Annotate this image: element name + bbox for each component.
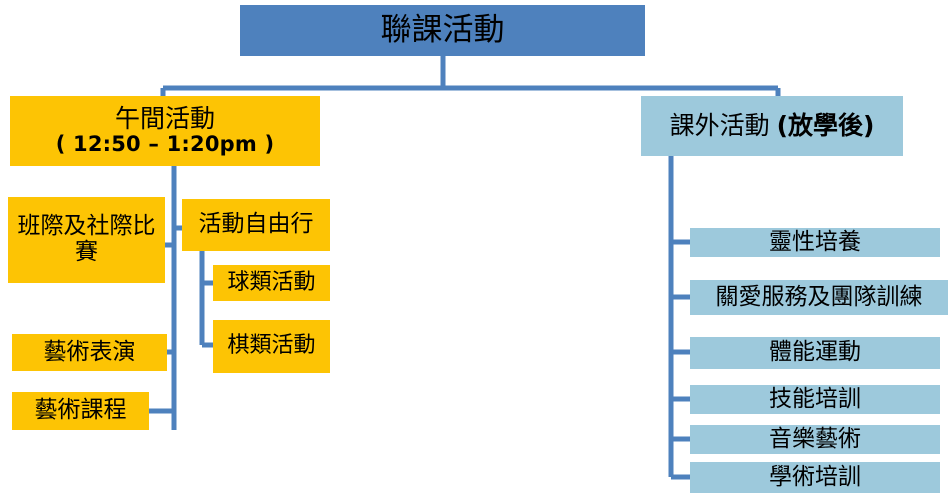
node-root[interactable]: 聯課活動 bbox=[240, 5, 645, 56]
node-lunch-activities-label: 午間活動 bbox=[114, 104, 215, 134]
node-interclass-competition[interactable]: 班際及社際比賽 bbox=[8, 197, 165, 283]
node-academic-training[interactable]: 學術培訓 bbox=[690, 462, 940, 493]
node-music-arts[interactable]: 音樂藝術 bbox=[690, 425, 940, 454]
node-free-activity[interactable]: 活動自由行 bbox=[182, 199, 330, 251]
node-lunch-activities[interactable]: 午間活動 ( 12:50 – 1:20pm ) bbox=[10, 96, 320, 166]
node-board-games[interactable]: 棋類活動 bbox=[213, 320, 330, 373]
node-physical-fitness[interactable]: 體能運動 bbox=[690, 337, 940, 369]
node-art-performance[interactable]: 藝術表演 bbox=[12, 334, 167, 371]
node-after-school-activities[interactable]: 課外活動(放學後) bbox=[641, 96, 903, 156]
node-after-school-suffix: (放學後) bbox=[776, 111, 875, 140]
node-spiritual-formation[interactable]: 靈性培養 bbox=[690, 228, 940, 257]
node-ball-games[interactable]: 球類活動 bbox=[213, 265, 330, 301]
node-art-course[interactable]: 藝術課程 bbox=[12, 392, 149, 430]
node-care-service-team-training[interactable]: 關愛服務及團隊訓練 bbox=[690, 280, 948, 315]
node-after-school-label: 課外活動 bbox=[669, 111, 770, 140]
node-lunch-activities-time: ( 12:50 – 1:20pm ) bbox=[55, 132, 275, 157]
node-skills-training[interactable]: 技能培訓 bbox=[690, 385, 940, 414]
